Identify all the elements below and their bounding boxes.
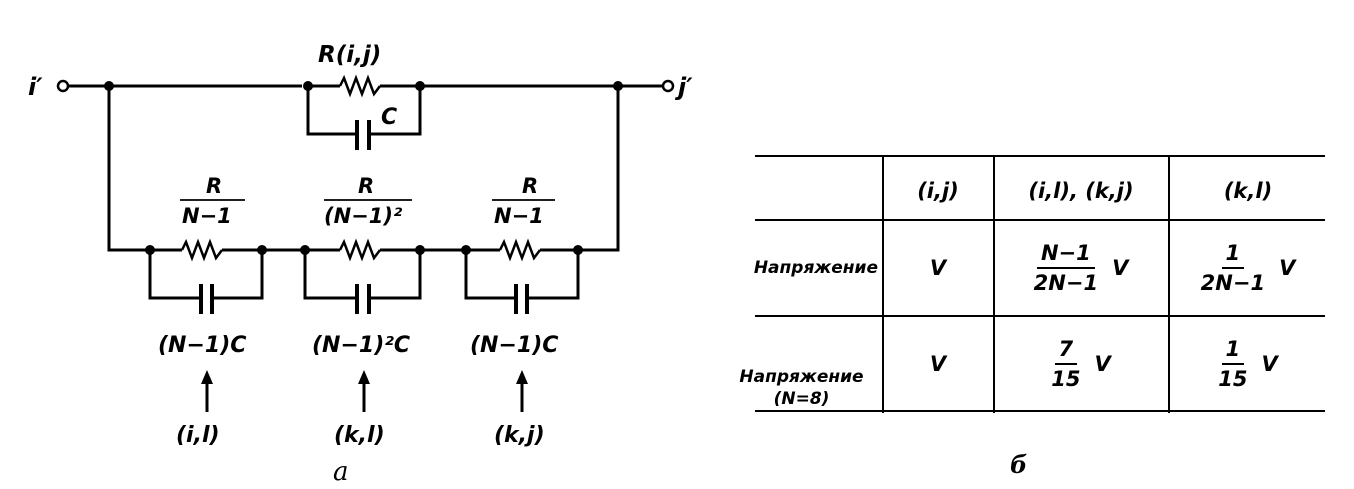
row1-kl-value: 1 2N−1 V — [1171, 221, 1325, 315]
voltage-table: (i,j) (i,l), (k,j) (k,l) Напряжение V N−… — [739, 155, 1325, 413]
row1-il-kj-value: N−1 2N−1 V — [996, 221, 1166, 315]
branch-1-resistor — [180, 238, 223, 262]
row2-il-kj-value: 7 15 V — [996, 317, 1166, 410]
header-ij: (i,j) — [917, 179, 959, 203]
row2-kl-den: 15 — [1218, 366, 1248, 391]
row2-label-line1: Напряжение — [739, 367, 864, 387]
row2-kl-fraction: 1 15 — [1218, 337, 1247, 391]
top-capacitor-label: C — [381, 105, 397, 130]
row2-ij-value: V — [929, 351, 947, 376]
top-resistor-label: R(i,j) — [318, 42, 381, 68]
branch-2-resistor-den: (N−1)² — [324, 204, 403, 228]
row2-label: Напряжение (N=8) — [725, 317, 882, 410]
arrow-2 — [358, 370, 370, 412]
row2-kl-value: 1 15 V — [1171, 317, 1325, 410]
row2-il-kj-den: 15 — [1051, 366, 1081, 391]
row1-kl-fraction: 1 2N−1 — [1201, 241, 1265, 295]
top-rc-pair — [302, 74, 425, 150]
row2-il-kj-unit: V — [1094, 351, 1111, 376]
terminal-left-label: i′ — [28, 73, 43, 101]
right-rail — [578, 86, 620, 252]
branch-3-capacitor-label: (N−1)C — [470, 333, 558, 358]
row2-il-kj-num: 7 — [1054, 337, 1078, 365]
row1-kl-den: 2N−1 — [1200, 271, 1266, 295]
branch-1-resistor-den: N−1 — [182, 204, 232, 228]
branch-2 — [300, 238, 425, 314]
terminal-right-label: j′ — [674, 73, 693, 101]
branch-1-capacitor-label: (N−1)C — [158, 333, 246, 358]
row2-kl-unit: V — [1261, 351, 1278, 376]
arrow-1 — [201, 370, 213, 412]
left-rail — [107, 86, 150, 252]
row1-il-kj-num: N−1 — [1036, 241, 1095, 269]
branch-1 — [145, 238, 267, 314]
branch-3-resistor — [498, 238, 541, 262]
branch-3-pair-label: (k,j) — [494, 423, 545, 448]
branch-2-resistor-num: R — [358, 174, 374, 198]
row1-kl-unit: V — [1279, 256, 1296, 280]
row1-il-kj-fraction: N−1 2N−1 — [1034, 241, 1098, 295]
figure-a-label: a — [333, 457, 349, 487]
row1-il-kj-den: 2N−1 — [1033, 271, 1099, 295]
branch-1-pair-label: (i,l) — [176, 423, 220, 448]
top-resistor — [338, 74, 381, 98]
branch-2-pair-label: (k,l) — [334, 423, 385, 448]
branch-3-resistor-num: R — [522, 174, 538, 198]
figure-b-label: б — [1010, 450, 1028, 479]
header-il-kj: (i,l), (k,j) — [1028, 179, 1134, 203]
branch-2-resistor — [338, 238, 381, 262]
row2-label-line2: (N=8) — [773, 389, 830, 409]
branch-2-capacitor-label: (N−1)²C — [312, 333, 410, 358]
branch-1-resistor-num: R — [206, 174, 222, 198]
row1-label: Напряжение — [753, 258, 878, 278]
branch-3-resistor-den: N−1 — [494, 204, 544, 228]
row2-il-kj-fraction: 7 15 — [1051, 337, 1080, 391]
row1-ij-value: V — [929, 256, 947, 280]
row2-kl-num: 1 — [1221, 337, 1245, 365]
terminal-right — [661, 79, 675, 93]
branch-3 — [461, 238, 583, 314]
header-kl: (k,l) — [1223, 179, 1273, 203]
circuit-diagram: i′ j′ R(i,j) C — [28, 42, 693, 487]
arrow-3 — [516, 370, 528, 412]
row1-il-kj-unit: V — [1112, 256, 1129, 280]
row1-kl-num: 1 — [1221, 241, 1245, 269]
terminal-left — [56, 79, 70, 93]
